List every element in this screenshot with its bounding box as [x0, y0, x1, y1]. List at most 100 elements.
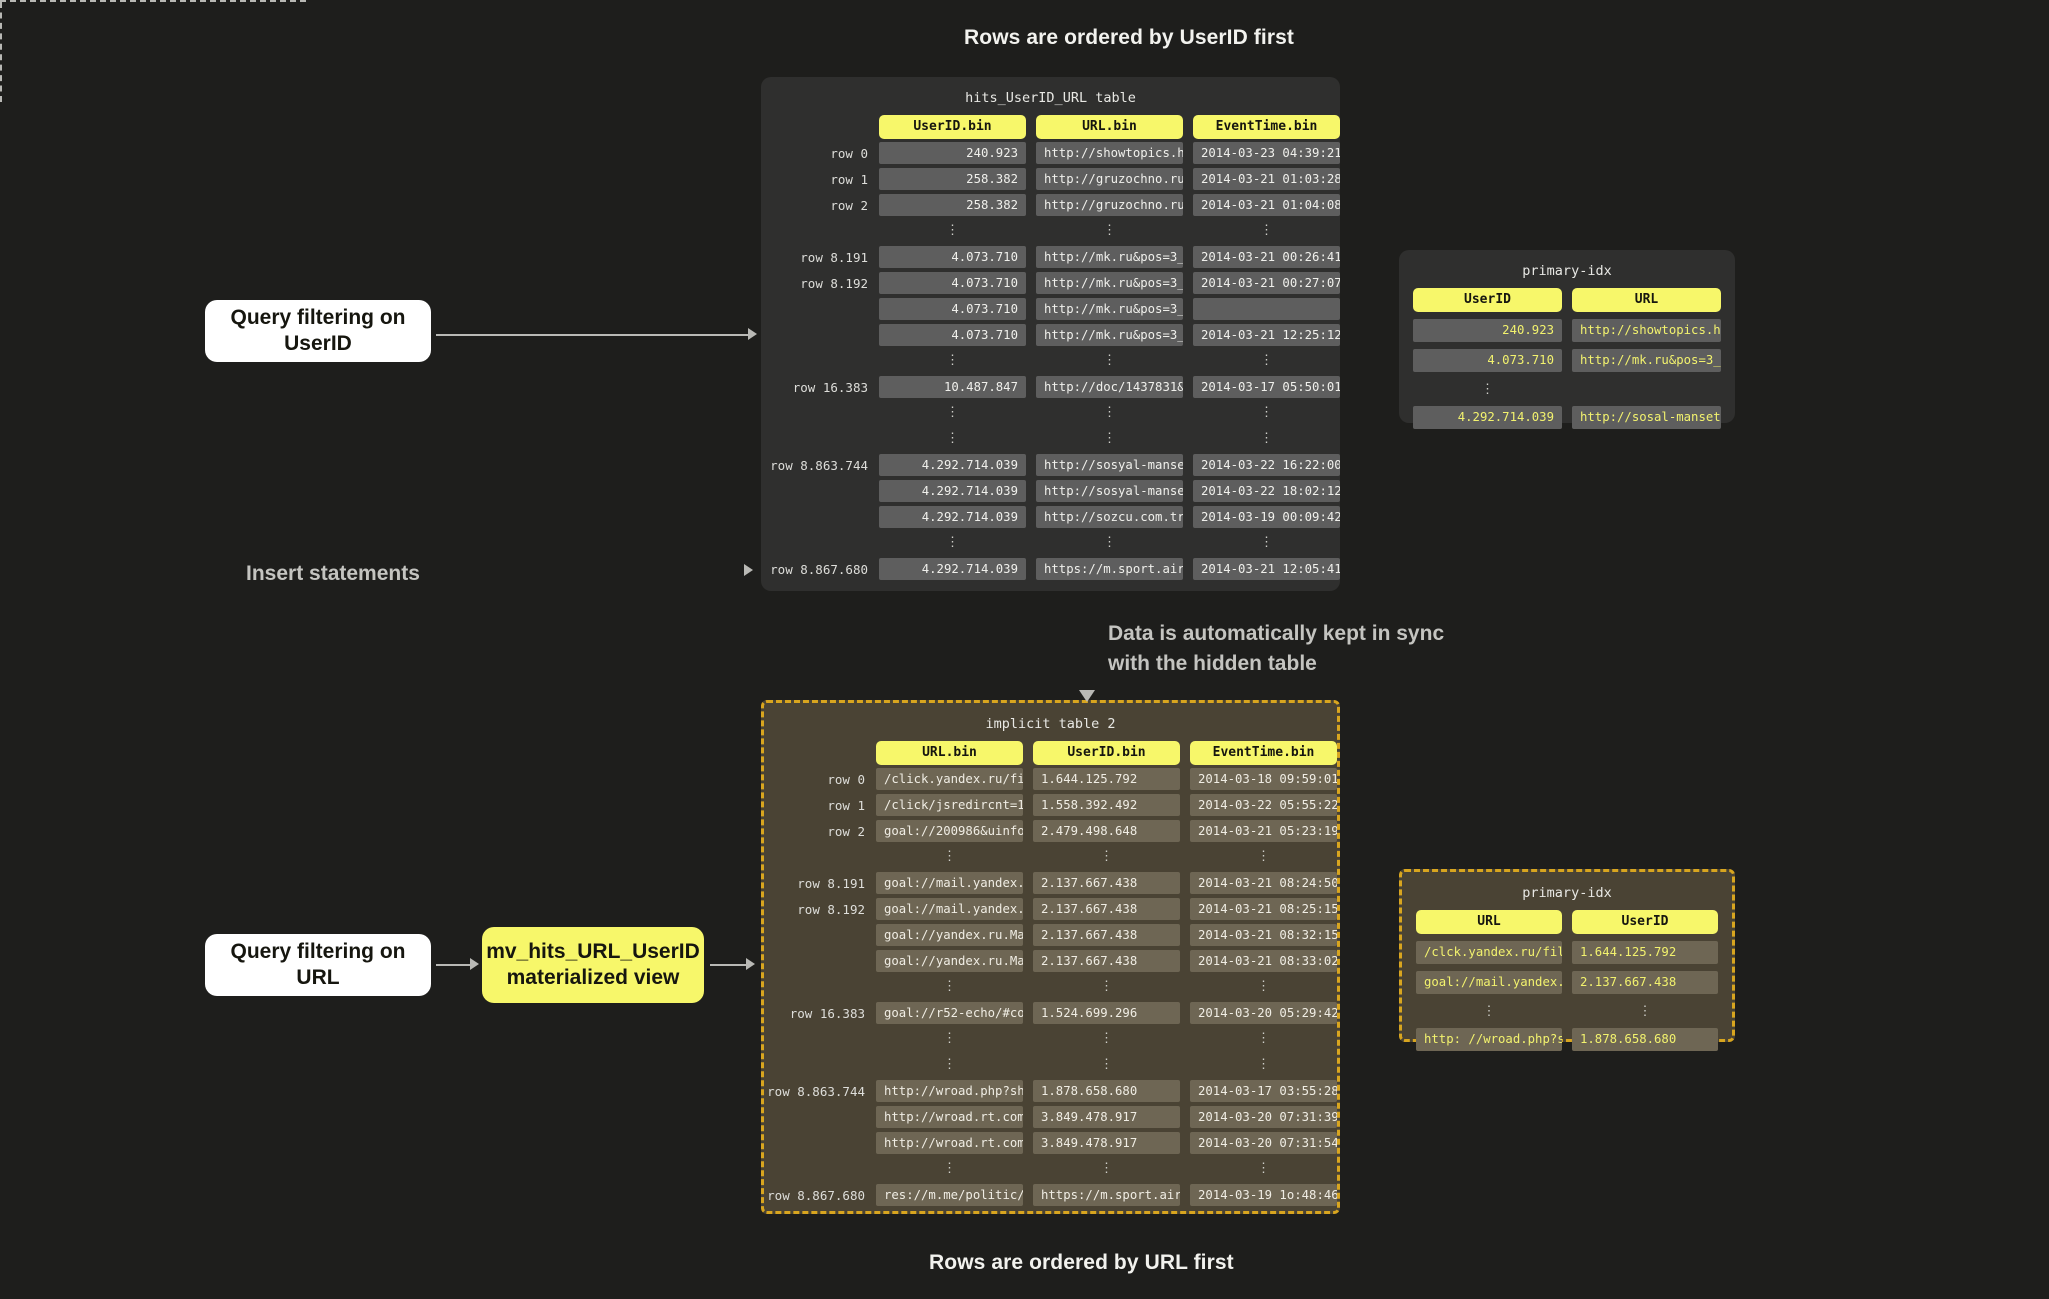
- table-cell: 10.487.847: [879, 376, 1026, 398]
- row-label: row 8.867.680: [770, 561, 868, 577]
- table-cell: 258.382: [879, 168, 1026, 190]
- idx-cell: 2.137.667.438: [1572, 971, 1718, 994]
- vertical-ellipsis: ⋮: [1260, 352, 1273, 368]
- table-cell: 2014-03-22 16:22:00: [1193, 454, 1340, 476]
- arrow-url-to-mv-line: [436, 964, 474, 966]
- row-label: row 8.192: [800, 275, 868, 291]
- table-cell: 2014-03-17 03:55:28: [1190, 1080, 1337, 1102]
- vertical-ellipsis: ⋮: [946, 222, 959, 238]
- materialized-view-box[interactable]: mv_hits_URL_UserID materialized view: [482, 927, 704, 1003]
- vertical-ellipsis: ⋮: [1481, 381, 1494, 397]
- table-header-row: URL.bin UserID.bin EventTime.bin: [764, 740, 1337, 766]
- arrow-userid-to-table-head: [748, 328, 757, 340]
- vertical-ellipsis: ⋮: [1257, 978, 1270, 994]
- table-cell: 2014-03-19 1o:48:46: [1190, 1184, 1337, 1206]
- caption-bottom: Rows are ordered by URL first: [929, 1251, 1234, 1274]
- table-cell: http://doc/1437831&is_mo...: [1036, 376, 1183, 398]
- idx-cell: 4.073.710: [1413, 349, 1562, 372]
- table-cell: 4.292.714.039: [879, 454, 1026, 476]
- table-row: 4.292.714.039http://sosyal-mansetleri...…: [761, 478, 1340, 504]
- column-header-url-bin[interactable]: URL.bin: [1036, 115, 1183, 139]
- table-ellipsis-row: ⋮⋮⋮: [761, 400, 1340, 426]
- table-cell: 2014-03-21 12:25:12: [1193, 324, 1340, 346]
- table-cell: http://wroad.rt.com/tr/...: [876, 1132, 1023, 1154]
- table-cell: 258.382: [879, 194, 1026, 216]
- vertical-ellipsis: ⋮: [1260, 404, 1273, 420]
- table-header-row: UserID.bin URL.bin EventTime.bin: [761, 114, 1340, 140]
- table-cell: 1.644.125.792: [1033, 768, 1180, 790]
- column-header-eventtime-bin[interactable]: EventTime.bin: [1193, 115, 1340, 139]
- vertical-ellipsis: ⋮: [1260, 222, 1273, 238]
- idx-cell: 1.878.658.680: [1572, 1028, 1718, 1051]
- table-cell: 2014-03-20 07:31:39: [1190, 1106, 1337, 1128]
- vertical-ellipsis: ⋮: [1103, 352, 1116, 368]
- table-row: goal://yandex.ru.Ma... 2.137.667.438 2014-…: [764, 922, 1337, 948]
- table-cell: goal://mail.yandex.ru/Ma...: [876, 898, 1023, 920]
- arrow-insert-head: [744, 564, 753, 576]
- table-ellipsis-row: ⋮⋮⋮: [764, 974, 1337, 1000]
- table-cell: 2014-03-19 00:09:42: [1193, 506, 1340, 528]
- table-cell: 4.292.714.039: [879, 558, 1026, 580]
- column-header-userid-bin[interactable]: UserID.bin: [879, 115, 1026, 139]
- table-cell: 2014-03-21 08:32:15: [1190, 924, 1337, 946]
- vertical-ellipsis: ⋮: [943, 1030, 956, 1046]
- idx-cell: /clck.yandex.ru/file.com...: [1416, 941, 1562, 964]
- idx-column-header-userid[interactable]: UserID: [1413, 288, 1562, 312]
- table-cell: 2.137.667.438: [1033, 898, 1180, 920]
- table-row: row 8.867.680res://m.me/politic/stati...…: [764, 1182, 1337, 1208]
- table-row: row 16.383goal://r52-echo/#compose...1.5…: [764, 1000, 1337, 1026]
- table-cell: http://showtopics.html%3...: [1036, 142, 1183, 164]
- table-row: row 2258.382http://gruzochno.ru/ekat...2…: [761, 192, 1340, 218]
- table-ellipsis-row: ⋮⋮⋮: [764, 1026, 1337, 1052]
- table-ellipsis-row: ⋮⋮⋮: [764, 1156, 1337, 1182]
- vertical-ellipsis: ⋮: [1100, 1160, 1113, 1176]
- table-row: row 8.192goal://mail.yandex.ru/Ma...2.13…: [764, 896, 1337, 922]
- column-header-userid-bin[interactable]: UserID.bin: [1033, 741, 1180, 765]
- column-header-url-bin[interactable]: URL.bin: [876, 741, 1023, 765]
- table-cell: goal://yandex.ru.Ma...: [876, 924, 1023, 946]
- table-cell: 2014-03-22 05:55:22: [1190, 794, 1337, 816]
- table-cell: 2.137.667.438: [1033, 924, 1180, 946]
- table-cell: http://mk.ru&pos=3_0: [1036, 272, 1183, 294]
- vertical-ellipsis: ⋮: [1100, 848, 1113, 864]
- query-filtering-userid-box[interactable]: Query filtering on UserID: [205, 300, 431, 362]
- sync-note-line-2: with the hidden table: [1108, 652, 1317, 676]
- bottom-table-grid: URL.bin UserID.bin EventTime.bin row 0/clic…: [764, 740, 1337, 1208]
- bottom-table-title: implicit table 2: [985, 716, 1116, 732]
- idx-column-header-url[interactable]: URL: [1416, 910, 1562, 934]
- table-row: row 8.191goal://mail.yandex.ru/Ma...2.13…: [764, 870, 1337, 896]
- idx-column-header-url[interactable]: URL: [1572, 288, 1721, 312]
- idx-column-header-userid[interactable]: UserID: [1572, 910, 1718, 934]
- table-row: goal://yandex.ru.Ma...2.137.667.4382014-…: [764, 948, 1337, 974]
- table-cell: 3.849.478.917: [1033, 1106, 1180, 1128]
- row-label: row 2: [830, 197, 868, 213]
- sync-note-line-1: Data is automatically kept in sync: [1108, 622, 1445, 645]
- table-cell: http://sozcu.com.tr/oaut: [1036, 506, 1183, 528]
- table-cell: goal://yandex.ru.Ma...: [876, 950, 1023, 972]
- row-label: row 0: [827, 771, 865, 787]
- table-cell: 2014-03-21 08:33:02: [1190, 950, 1337, 972]
- idx-row: /clck.yandex.ru/file.com...1.644.125.792: [1416, 941, 1718, 964]
- table-cell: 4.073.710: [879, 324, 1026, 346]
- table-cell: https://m.sport.airway/?: [1033, 1184, 1180, 1206]
- query-filtering-url-box[interactable]: Query filtering on URL: [205, 934, 431, 996]
- vertical-ellipsis: ⋮: [1257, 1030, 1270, 1046]
- vertical-ellipsis: ⋮: [1260, 534, 1273, 550]
- vertical-ellipsis: ⋮: [946, 430, 959, 446]
- vertical-ellipsis: ⋮: [1257, 1160, 1270, 1176]
- arrow-mv-to-table-head: [746, 958, 755, 970]
- vertical-ellipsis: ⋮: [1482, 1003, 1496, 1019]
- table-cell: /click.yandex.ru/file.co ...: [876, 768, 1023, 790]
- idx-cell: http: //wroad.php?show/7...: [1416, 1028, 1562, 1051]
- table-cell: goal://mail.yandex.ru/Ma...: [876, 872, 1023, 894]
- column-header-eventtime-bin[interactable]: EventTime.bin: [1190, 741, 1337, 765]
- arrow-sync-head: [1079, 690, 1095, 702]
- table-cell: http://gruzochno.ru/ekat...: [1036, 168, 1183, 190]
- vertical-ellipsis: ⋮: [946, 404, 959, 420]
- idx-top-grid: UserIDURL240.923http://showtopics.html%3…: [1399, 288, 1735, 429]
